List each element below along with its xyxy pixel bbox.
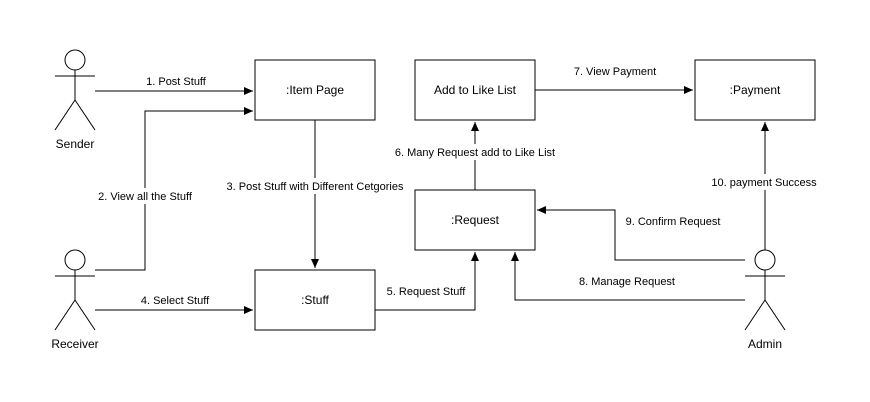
- stuff-box: [254, 269, 376, 331]
- like-list-box: [414, 59, 536, 121]
- request-box: [414, 189, 536, 251]
- like-list-label: Add to Like List: [434, 83, 517, 97]
- label-manage-request: 8. Manage Request: [579, 276, 675, 288]
- stuff-label: :Stuff: [301, 293, 329, 307]
- actor-admin-label: Admin: [748, 337, 782, 351]
- label-post-stuff: 1. Post Stuff: [146, 76, 207, 88]
- actor-sender: [54, 49, 96, 131]
- edge-confirm-request: [537, 206, 745, 261]
- label-view-all-stuff: 2. View all the Stuff: [98, 191, 193, 203]
- edge-manage-request: [511, 252, 745, 301]
- label-confirm-request: 9. Confirm Request: [626, 216, 721, 228]
- label-select-stuff: 4. Select Stuff: [141, 295, 210, 307]
- actor-receiver-label: Receiver: [51, 337, 98, 351]
- item-page-label: :Item Page: [286, 83, 344, 97]
- actor-admin: [744, 249, 786, 331]
- label-add-to-like-list: 6. Many Request add to Like List: [395, 147, 555, 159]
- payment-label: :Payment: [730, 83, 781, 97]
- actor-receiver: [54, 249, 96, 331]
- label-payment-success: 10. payment Success: [711, 177, 817, 189]
- label-post-with-categories: 3. Post Stuff with Different Cetgories: [227, 181, 404, 193]
- label-view-payment: 7. View Payment: [574, 66, 656, 78]
- actor-sender-label: Sender: [56, 137, 95, 151]
- request-label: :Request: [451, 213, 500, 227]
- payment-box: [694, 59, 816, 121]
- label-request-stuff: 5. Request Stuff: [387, 286, 467, 298]
- edge-request-stuff: [375, 252, 479, 311]
